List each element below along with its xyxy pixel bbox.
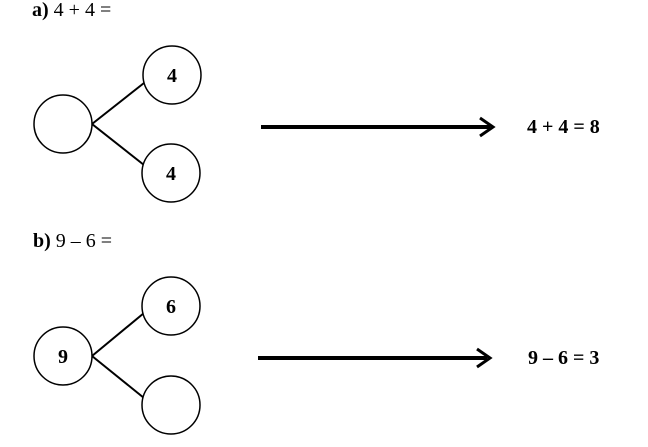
problem-a-label: a) 4 + 4 = bbox=[32, 0, 111, 22]
arrow-a bbox=[261, 116, 496, 138]
part-bottom-circle-b bbox=[141, 375, 201, 435]
part-top-circle-b bbox=[141, 276, 201, 336]
part-bottom-circle-a bbox=[141, 143, 201, 203]
result-b: 9 – 6 = 3 bbox=[528, 347, 600, 369]
arrow-b-head bbox=[476, 347, 493, 369]
part-top-value-b: 6 bbox=[166, 296, 176, 318]
problem-b-letter: b) bbox=[33, 230, 51, 252]
problem-a-letter: a) bbox=[32, 0, 49, 21]
part-bottom-value-a: 4 bbox=[166, 163, 176, 185]
number-bond-b: 9 6 bbox=[33, 276, 201, 435]
part-top-circle-a bbox=[142, 45, 202, 105]
bond-b-line-top bbox=[91, 312, 145, 357]
bond-b-line-bottom bbox=[91, 355, 145, 399]
problem-a-expression: 4 + 4 = bbox=[53, 0, 112, 21]
bond-a-line-bottom bbox=[91, 123, 145, 166]
problem-b-label: b) 9 – 6 = bbox=[33, 230, 112, 253]
whole-circle-b bbox=[33, 326, 93, 386]
arrow-a-head bbox=[479, 116, 496, 138]
result-a: 4 + 4 = 8 bbox=[527, 116, 600, 138]
bond-a-line-top bbox=[91, 82, 145, 125]
part-top-value-a: 4 bbox=[167, 65, 177, 87]
number-bond-a: 4 4 bbox=[33, 45, 202, 203]
whole-value-b: 9 bbox=[58, 346, 68, 368]
whole-circle-a bbox=[33, 94, 93, 154]
problem-b-expression: 9 – 6 = bbox=[55, 230, 113, 252]
arrow-b bbox=[258, 347, 493, 369]
